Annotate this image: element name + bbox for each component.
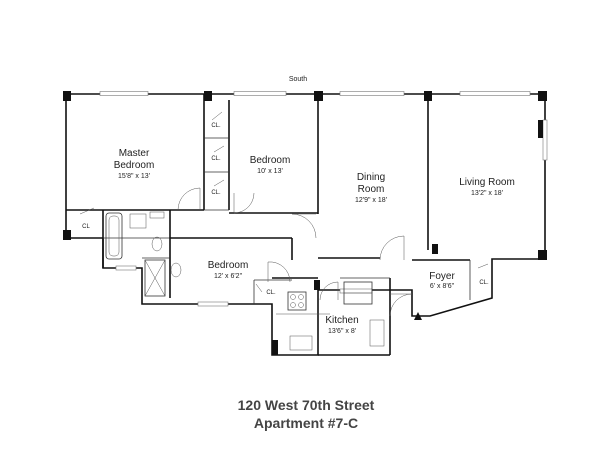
room-dining: Dining Room 12'9" x 18' [355, 172, 387, 204]
room-size: 12'9" x 18' [355, 197, 387, 204]
closet-labels: CL. CL. CL. CL CL. CL. [82, 123, 489, 296]
room-foyer: Foyer 6' x 8'6" [429, 271, 455, 290]
room-name: Foyer [429, 271, 455, 282]
room-name: Master [119, 148, 150, 159]
room-name-line2: Room [358, 184, 385, 195]
room-living: Living Room 13'2" x 18' [459, 177, 515, 197]
door-swings [79, 111, 489, 317]
room-size: 12' x 6'2" [214, 273, 243, 280]
structural-piers [63, 91, 547, 355]
orientation-label: South [289, 76, 307, 83]
room-name: Living Room [459, 177, 515, 188]
room-name: Bedroom [250, 155, 291, 166]
room-name: Bedroom [208, 260, 249, 271]
room-size: 10' x 13' [257, 168, 283, 175]
closet-label: CL. [479, 280, 489, 286]
closet-label: CL. [211, 156, 221, 162]
room-name-line2: Bedroom [114, 160, 155, 171]
apartment-title: Apartment #7-C [254, 415, 358, 431]
address-title: 120 West 70th Street [238, 397, 375, 413]
interior-walls [66, 94, 471, 356]
exterior-walls [65, 91, 548, 356]
room-master-bedroom: Master Bedroom 15'8" x 13' [114, 148, 155, 180]
room-bedroom-small: Bedroom 12' x 6'2" [208, 260, 249, 280]
closet-label: CL. [211, 190, 221, 196]
fixtures [105, 211, 422, 351]
closet-label: CL [82, 224, 90, 230]
room-size: 13'2" x 18' [471, 190, 503, 197]
room-size: 15'8" x 13' [118, 173, 150, 180]
closet-label: CL. [211, 123, 221, 129]
room-kitchen: Kitchen 13'6" x 8' [325, 315, 358, 335]
room-bedroom-north: Bedroom 10' x 13' [250, 155, 291, 175]
room-name: Kitchen [325, 315, 358, 326]
room-size: 13'6" x 8' [328, 328, 356, 335]
room-size: 6' x 8'6" [430, 283, 455, 290]
closet-label: CL. [266, 290, 276, 296]
room-name: Dining [357, 172, 385, 183]
